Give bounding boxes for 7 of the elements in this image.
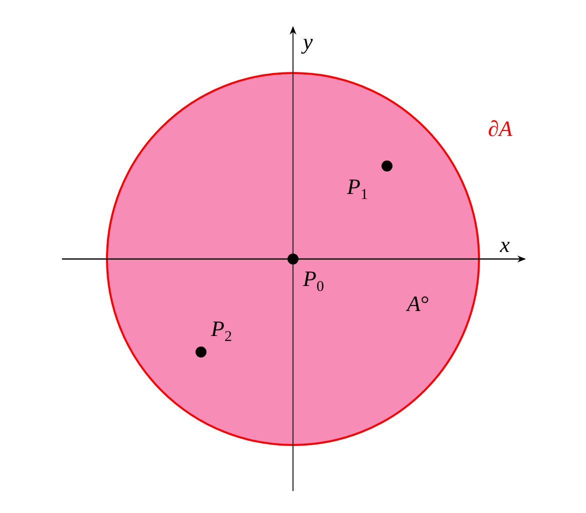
point-label: P$_{2}$: [211, 318, 232, 345]
point-label: P$_{1}$: [347, 176, 368, 203]
axis-label: x: [500, 234, 510, 256]
point-label: P$_{0}$: [303, 268, 324, 295]
region-label: A°: [407, 293, 430, 315]
axis-label: y: [303, 31, 313, 53]
boundary-label: ∂A: [488, 118, 512, 140]
